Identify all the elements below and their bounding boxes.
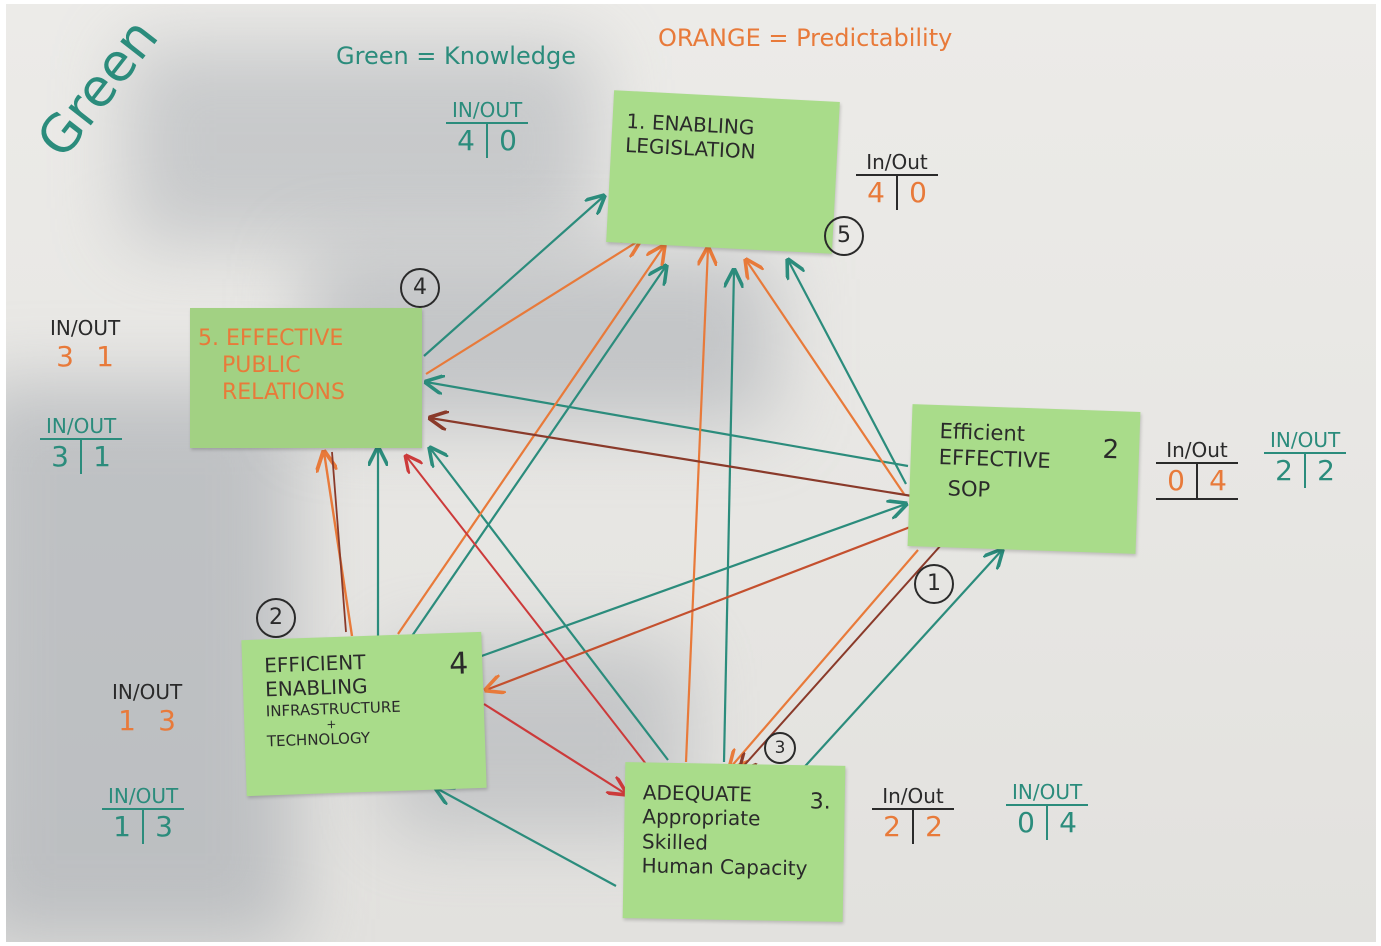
orange-arrow-sop-to-capacity xyxy=(730,549,919,768)
tally-in-value: 4 xyxy=(856,176,898,210)
tally-header: In/Out xyxy=(856,150,938,176)
orange-arrow-sop-to-infra xyxy=(486,522,919,690)
teal-arrow-infra-to-legislation xyxy=(411,266,666,637)
tally-header: IN/OUT xyxy=(50,316,121,340)
teal-arrow-capacity-to-pr xyxy=(430,448,669,761)
tally-public-relations-orange: IN/OUT 3 1 xyxy=(44,316,126,374)
tally-out-value: 0 xyxy=(909,176,927,209)
teal-arrow-infra-to-sop xyxy=(475,504,906,660)
tally-legislation-teal: IN/OUT 4 0 xyxy=(446,98,529,158)
tally-infrastructure-orange: IN/OUT 1 3 xyxy=(106,680,188,738)
legend-orange: ORANGE = Predictability xyxy=(658,24,953,52)
orange-arrow-infra-to-pr xyxy=(324,452,354,637)
tally-in-value: 2 xyxy=(1264,454,1307,488)
tally-header: IN/OUT xyxy=(102,784,185,810)
tally-out-value: 2 xyxy=(1317,454,1335,487)
tally-out-value: 1 xyxy=(96,340,114,373)
tally-sop-teal: IN/OUT 2 2 xyxy=(1264,428,1347,488)
teal-arrow-capacity-to-infra xyxy=(436,788,617,887)
tally-in-value: 2 xyxy=(872,810,914,844)
tally-header: IN/OUT xyxy=(40,414,123,440)
rank-capacity: 3 xyxy=(764,732,796,764)
red-arrow-infra-to-capacity xyxy=(483,703,626,794)
note-adequate-human-capacity: ADEQUATE Appropriate Skilled Human Capac… xyxy=(622,762,846,922)
tally-capacity-teal: IN/OUT 0 4 xyxy=(1006,780,1089,840)
rank-sop: 1 xyxy=(914,564,954,604)
teal-arrow-sop-to-legislation xyxy=(788,260,907,485)
tally-in-value: 1 xyxy=(118,704,136,737)
rank-public-relations: 4 xyxy=(400,268,440,308)
tally-sop-orange: In/Out 0 4 xyxy=(1156,438,1238,500)
tally-in-value: 4 xyxy=(446,124,489,158)
tally-out-value: 2 xyxy=(925,810,943,843)
tally-public-relations-teal: IN/OUT 3 1 xyxy=(40,414,123,474)
note-pr-line-3: RELATIONS xyxy=(222,379,345,405)
note-pr-line-2: PUBLIC xyxy=(222,352,301,378)
rank-infrastructure: 2 xyxy=(256,598,296,638)
tally-header: In/Out xyxy=(872,784,954,810)
tally-in-value: 3 xyxy=(56,340,74,373)
tally-header: IN/OUT xyxy=(112,680,183,704)
tally-header: IN/OUT xyxy=(1264,428,1347,454)
tally-header: IN/OUT xyxy=(1006,780,1089,806)
orange-arrow-infra-to-legislation xyxy=(397,246,664,635)
legend-green: Green = Knowledge xyxy=(336,42,576,70)
note-enabling-legislation: 1. ENABLING LEGISLATION xyxy=(606,90,840,254)
note-infra-number: 4 xyxy=(448,646,469,682)
note-pr-line-1: 5. EFFECTIVE xyxy=(198,326,344,351)
teal-arrow-pr-to-legislation xyxy=(423,196,604,357)
note-capacity-line-3: Skilled xyxy=(641,829,709,855)
tally-out-value: 4 xyxy=(1209,464,1227,497)
teal-arrow-capacity-to-sop xyxy=(797,550,1002,775)
tally-out-value: 3 xyxy=(155,810,173,843)
tally-out-value: 1 xyxy=(93,440,111,473)
tally-out-value: 0 xyxy=(499,124,517,157)
whiteboard: Green Green = Knowledge ORANGE = Predict… xyxy=(6,4,1376,942)
tally-in-value: 0 xyxy=(1006,806,1049,840)
tally-infrastructure-teal: IN/OUT 1 3 xyxy=(102,784,185,844)
note-capacity-number: 3. xyxy=(809,789,831,815)
orange-arrow-capacity-to-legislation xyxy=(684,248,708,763)
tally-out-value: 3 xyxy=(158,704,176,737)
tally-in-value: 3 xyxy=(40,440,83,474)
arrow-layer xyxy=(6,4,1376,887)
orange-arrow-pr-to-legislation xyxy=(425,240,640,375)
tally-header: IN/OUT xyxy=(446,98,529,124)
tally-in-value: 0 xyxy=(1156,464,1198,498)
note-sop-number: 2 xyxy=(1101,434,1120,466)
tally-in-value: 1 xyxy=(102,810,145,844)
note-effective-public-relations: 5. EFFECTIVE PUBLIC RELATIONS xyxy=(190,308,422,448)
red-arrow-capacity-to-pr xyxy=(406,456,647,765)
brown-arrow-sop-to-pr xyxy=(430,418,913,498)
note-efficient-effective-sop: Efficient EFFECTIVE SOP 2 xyxy=(907,404,1141,554)
brown-arrow-infra-to-pr xyxy=(331,451,347,633)
teal-arrow-capacity-to-legislation xyxy=(722,270,734,763)
note-efficient-enabling-infrastructure: EFFICIENT ENABLING INFRASTRUCTURE + TECH… xyxy=(241,631,487,797)
note-sop-line-3: SOP xyxy=(947,476,991,503)
orange-arrow-sop-to-legislation xyxy=(746,260,905,495)
rank-legislation: 5 xyxy=(824,216,864,256)
tally-legislation-mixed: In/Out 4 0 xyxy=(856,150,938,210)
tally-out-value: 4 xyxy=(1059,806,1077,839)
shadow-top xyxy=(126,44,596,244)
note-capacity-line-4: Human Capacity xyxy=(641,853,808,881)
teal-arrow-sop-to-pr xyxy=(426,382,909,468)
tally-capacity-orange: In/Out 2 2 xyxy=(872,784,954,844)
tally-header: In/Out xyxy=(1156,438,1238,464)
